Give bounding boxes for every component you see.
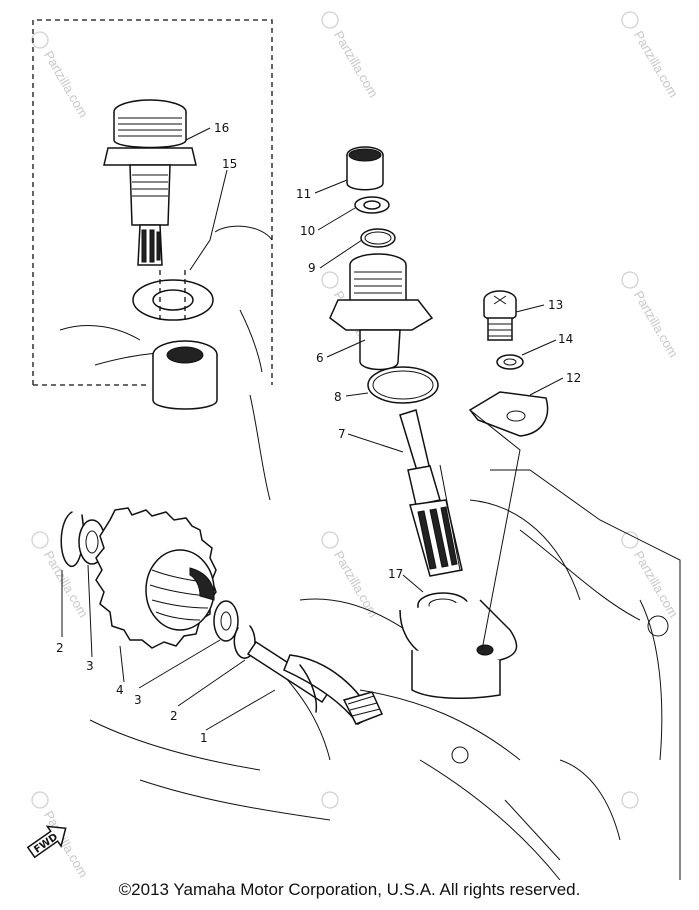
leader-lines [61, 127, 564, 731]
part-label-3-right: 3 [134, 693, 142, 707]
part-13-bolt [483, 290, 517, 341]
part-11-cap [346, 146, 384, 191]
part-1-drive-shaft [246, 640, 384, 725]
watermark-text: Partzilla.com [631, 288, 681, 360]
crankcase-housing [59, 225, 681, 880]
part-7-shaft [399, 409, 463, 577]
part-6-housing [329, 253, 434, 371]
part-label-15: 15 [222, 157, 237, 171]
part-label-13: 13 [548, 298, 563, 312]
part-14-lock-washer [496, 354, 524, 370]
exploded-parts-diagram: Partzilla.com Partzilla.com Partzilla.co… [26, 11, 681, 880]
part-9-o-ring [360, 228, 396, 248]
watermark-text: Partzilla.com [331, 28, 381, 100]
watermark-text: Partzilla.com [631, 548, 681, 620]
part-label-11: 11 [296, 187, 311, 201]
part-3-washer-right [213, 600, 239, 642]
part-label-4: 4 [116, 683, 124, 697]
inset-boss [152, 340, 218, 410]
part-label-2-right: 2 [170, 709, 178, 723]
part-16-drive-fitting [103, 99, 197, 266]
part-label-16: 16 [214, 121, 229, 135]
detail-box [32, 19, 273, 386]
part-label-12: 12 [566, 371, 581, 385]
watermark-text: Partzilla.com [41, 48, 91, 120]
part-12-plate [468, 391, 549, 437]
part-labels: 16 15 11 10 9 6 8 7 13 14 12 17 2 3 4 3 … [56, 121, 581, 745]
part-8-o-ring [367, 366, 439, 404]
part-label-17: 17 [388, 567, 403, 581]
part-3-washer-left [78, 519, 106, 565]
part-label-9: 9 [308, 261, 316, 275]
part-label-10: 10 [300, 224, 315, 238]
part-label-8: 8 [334, 390, 342, 404]
part-label-2-left: 2 [56, 641, 64, 655]
part-10-washer [354, 196, 390, 214]
part-2-circlip-right [233, 625, 256, 659]
copyright-notice: ©2013 Yamaha Motor Corporation, U.S.A. A… [118, 880, 581, 899]
part-label-6: 6 [316, 351, 324, 365]
part-15-washer [132, 270, 214, 321]
part-label-3-left: 3 [86, 659, 94, 673]
part-17-bushing [399, 592, 518, 700]
part-label-14: 14 [558, 332, 573, 346]
part-4-gear [95, 507, 217, 649]
watermark-text: Partzilla.com [331, 548, 381, 620]
part-label-1: 1 [200, 731, 208, 745]
watermark-text: Partzilla.com [631, 28, 681, 100]
part-label-7: 7 [338, 427, 346, 441]
